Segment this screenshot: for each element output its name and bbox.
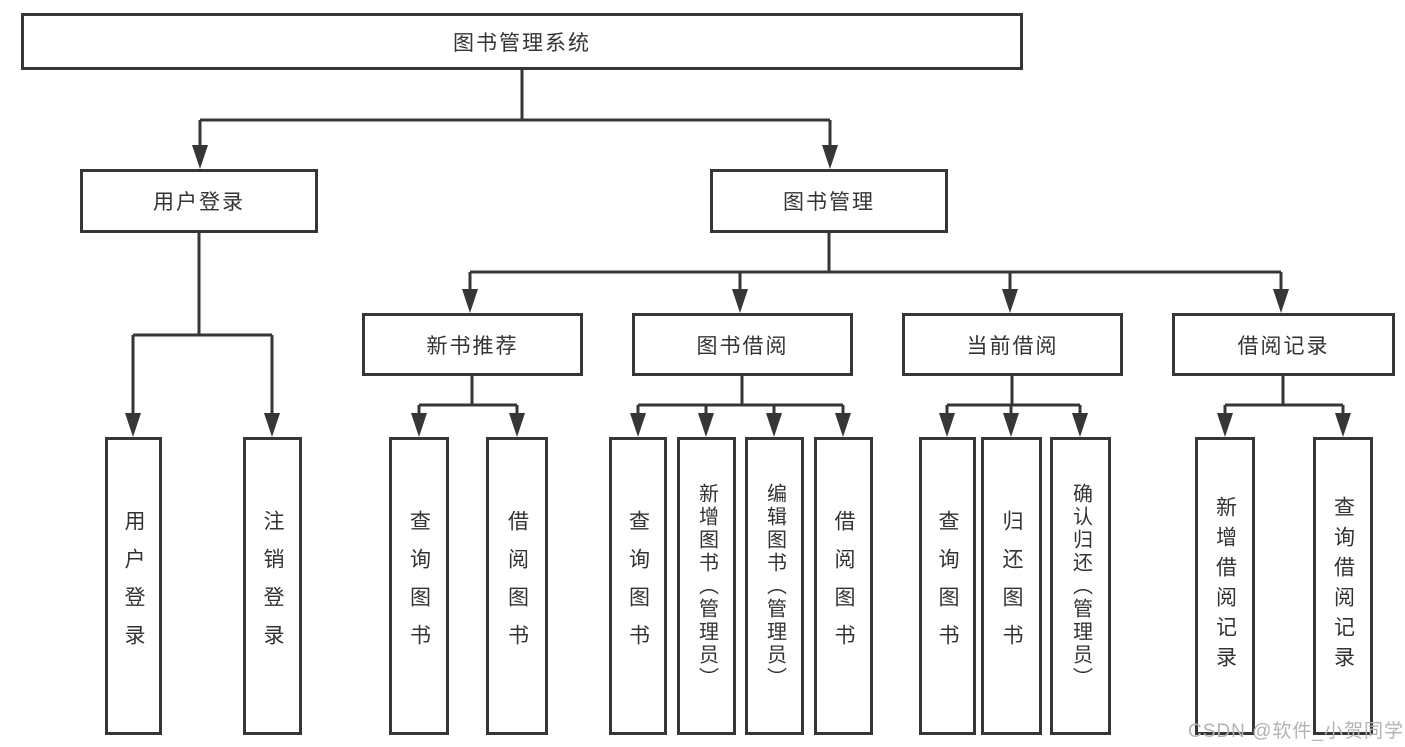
leaf-return-books: 归还图书 bbox=[981, 437, 1042, 735]
node-book-management: 图书管理 bbox=[710, 169, 948, 233]
node-book-borrowing: 图书借阅 bbox=[632, 313, 853, 376]
leaf-query-books-recommend: 查询图书 bbox=[389, 437, 449, 735]
leaf-borrow-books: 借阅图书 bbox=[814, 437, 873, 735]
leaf-query-books-current: 查询图书 bbox=[919, 437, 976, 735]
leaf-add-borrow-record: 新增借阅记录 bbox=[1195, 437, 1255, 735]
csdn-watermark: CSDN @软件_小贺同学 bbox=[1188, 721, 1404, 742]
leaf-query-books-borrow: 查询图书 bbox=[609, 437, 667, 735]
leaf-user-login: 用户登录 bbox=[105, 437, 162, 735]
leaf-add-books-admin: 新增图书（管理员） bbox=[677, 437, 736, 735]
node-library-management-system: 图书管理系统 bbox=[21, 13, 1023, 70]
node-current-borrowing: 当前借阅 bbox=[902, 313, 1123, 376]
leaf-logout: 注销登录 bbox=[243, 437, 302, 735]
leaf-borrow-books-recommend: 借阅图书 bbox=[486, 437, 548, 735]
node-user-login: 用户登录 bbox=[80, 169, 318, 233]
leaf-query-borrow-record: 查询借阅记录 bbox=[1313, 437, 1373, 735]
node-borrowing-records: 借阅记录 bbox=[1172, 313, 1395, 376]
node-new-book-recommendation: 新书推荐 bbox=[362, 313, 583, 376]
leaf-edit-books-admin: 编辑图书（管理员） bbox=[745, 437, 804, 735]
leaf-confirm-return-admin: 确认归还（管理员） bbox=[1050, 437, 1111, 735]
